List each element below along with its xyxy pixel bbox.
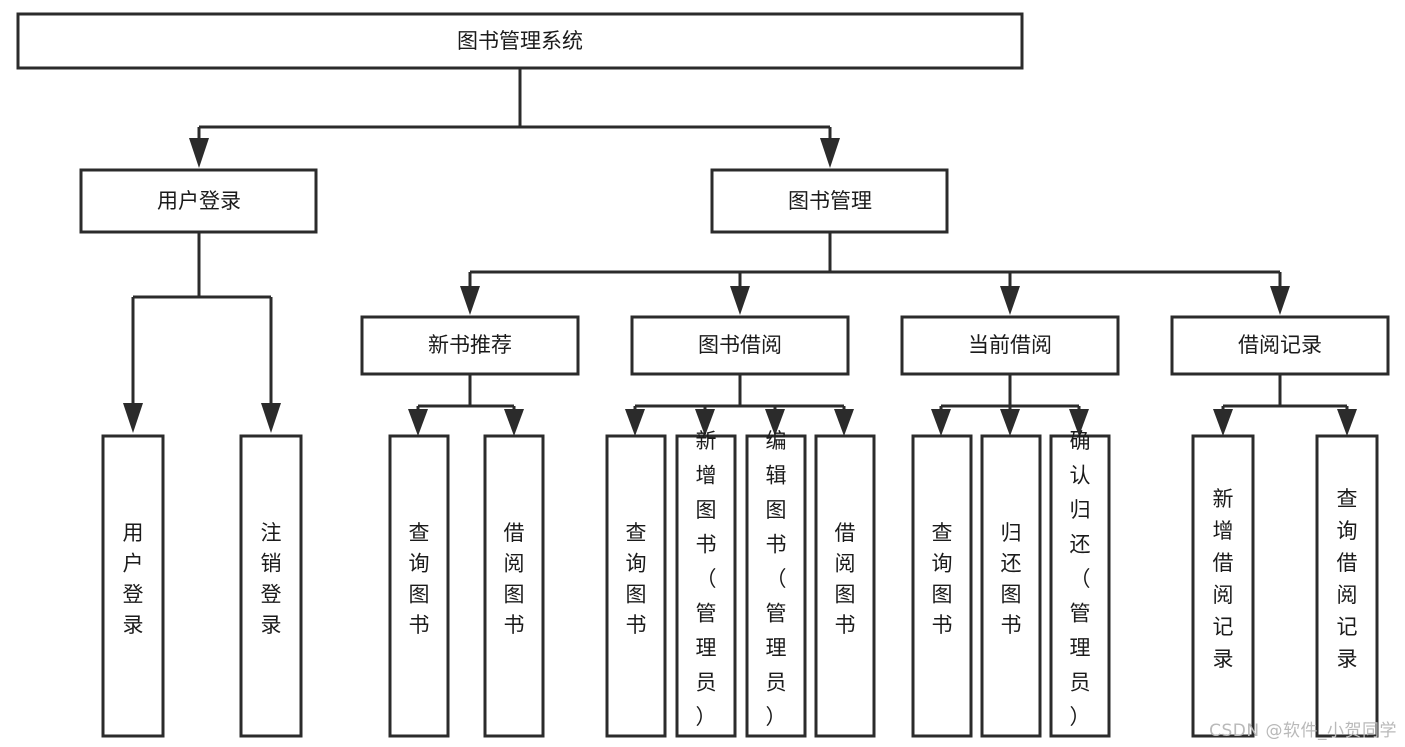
node-book-borrow[interactable]: 图书借阅 xyxy=(630,315,850,376)
arrow-leaf-br-add xyxy=(1213,409,1233,436)
arrow-to-current-borrow xyxy=(1000,286,1020,315)
node-borrow-record-label: 借阅记录 xyxy=(1238,333,1322,357)
node-book-management-box[interactable] xyxy=(710,168,949,234)
node-leaf-nb-borrow-book-box[interactable] xyxy=(483,434,545,738)
arrow-leaf-bb-add xyxy=(695,409,715,436)
node-user-login-label: 用户登录 xyxy=(157,189,241,213)
node-leaf-bb-edit-book[interactable]: 编辑图书（管理员） xyxy=(745,429,807,738)
arrow-leaf-cb-query xyxy=(931,409,951,436)
node-root-box[interactable] xyxy=(16,12,1024,70)
node-current-borrow[interactable]: 当前借阅 xyxy=(900,315,1120,376)
node-leaf-br-query-record-label: 查询借阅记录 xyxy=(1337,487,1358,671)
node-leaf-nb-borrow-book[interactable]: 借阅图书 xyxy=(483,434,545,738)
node-leaf-cb-query-book-box[interactable] xyxy=(911,434,973,738)
arrow-to-borrow-record xyxy=(1270,286,1290,315)
arrow-leaf-bb-edit xyxy=(765,409,785,436)
node-leaf-cb-query-book-label: 查询图书 xyxy=(932,521,953,637)
node-leaf-bb-query-book-box[interactable] xyxy=(605,434,667,738)
edge-group-book-borrow-to-leaves xyxy=(625,374,854,436)
edge-group-current-borrow-to-leaves xyxy=(931,374,1089,436)
node-leaf-bb-query-book[interactable]: 查询图书 xyxy=(605,434,667,738)
arrow-leaf-user-login xyxy=(123,403,143,433)
node-new-book-recommend[interactable]: 新书推荐 xyxy=(360,315,580,376)
node-book-borrow-box[interactable] xyxy=(630,315,850,376)
node-leaf-bb-borrow-book-label: 借阅图书 xyxy=(835,521,856,637)
node-leaf-br-query-record-box[interactable] xyxy=(1315,434,1379,738)
node-root-system[interactable]: 图书管理系统 xyxy=(16,12,1024,70)
csdn-watermark: CSDN @软件_小贺同学 xyxy=(1209,721,1397,741)
node-leaf-user-login[interactable]: 用户登录 xyxy=(101,434,165,738)
node-leaf-nb-query-book-label: 查询图书 xyxy=(409,521,430,637)
node-leaf-bb-borrow-book-box[interactable] xyxy=(814,434,876,738)
node-leaf-bb-borrow-book[interactable]: 借阅图书 xyxy=(814,434,876,738)
node-leaf-logout-label: 注销登录 xyxy=(261,521,282,637)
node-root-label: 图书管理系统 xyxy=(457,29,583,53)
node-leaf-bb-add-book-label: 新增图书（管理员） xyxy=(696,429,717,729)
edge-group-borrow-record-to-leaves xyxy=(1213,374,1357,436)
node-leaf-nb-query-book-box[interactable] xyxy=(388,434,450,738)
edge-group-book-mgmt-to-level3 xyxy=(460,232,1290,315)
node-leaf-nb-query-book[interactable]: 查询图书 xyxy=(388,434,450,738)
node-leaf-bb-add-book[interactable]: 新增图书（管理员） xyxy=(675,429,737,738)
node-leaf-br-add-record-box[interactable] xyxy=(1191,434,1255,738)
arrow-leaf-cb-return xyxy=(1000,409,1020,436)
arrow-leaf-logout xyxy=(261,403,281,433)
node-leaf-nb-borrow-book-label: 借阅图书 xyxy=(504,521,525,637)
arrow-to-book-mgmt xyxy=(820,138,840,168)
node-leaf-bb-add-book-box[interactable] xyxy=(675,434,737,738)
node-new-book-recommend-box[interactable] xyxy=(360,315,580,376)
node-leaf-cb-return-book-label: 归还图书 xyxy=(1001,521,1022,637)
arrow-to-book-borrow xyxy=(730,286,750,315)
node-book-management[interactable]: 图书管理 xyxy=(710,168,949,234)
arrow-to-new-book xyxy=(460,286,480,315)
edge-group-new-book-to-leaves xyxy=(408,374,524,436)
node-leaf-cb-confirm-return-label: 确认归还（管理员） xyxy=(1070,429,1091,729)
edge-group-root-to-level2 xyxy=(189,68,840,168)
node-borrow-record[interactable]: 借阅记录 xyxy=(1170,315,1390,376)
arrow-leaf-br-query xyxy=(1337,409,1357,436)
edge-group-user-login-to-leaves xyxy=(123,232,281,433)
node-user-login-box[interactable] xyxy=(79,168,318,234)
node-leaf-cb-confirm-return-box[interactable] xyxy=(1049,434,1111,738)
node-leaf-bb-query-book-label: 查询图书 xyxy=(626,521,647,637)
node-book-borrow-label: 图书借阅 xyxy=(698,333,782,357)
node-new-book-recommend-label: 新书推荐 xyxy=(428,333,512,357)
node-leaf-br-query-record[interactable]: 查询借阅记录 xyxy=(1315,434,1379,738)
node-leaf-cb-return-book-box[interactable] xyxy=(980,434,1042,738)
arrow-to-user-login xyxy=(189,138,209,168)
node-leaf-bb-edit-book-box[interactable] xyxy=(745,434,807,738)
node-book-management-label: 图书管理 xyxy=(788,189,872,213)
node-leaf-user-login-label: 用户登录 xyxy=(123,521,144,637)
node-current-borrow-label: 当前借阅 xyxy=(968,333,1052,357)
arrow-leaf-bb-borrow xyxy=(834,409,854,436)
node-current-borrow-box[interactable] xyxy=(900,315,1120,376)
node-leaf-user-login-box[interactable] xyxy=(101,434,165,738)
node-leaf-cb-query-book[interactable]: 查询图书 xyxy=(911,434,973,738)
node-leaf-logout[interactable]: 注销登录 xyxy=(239,434,303,738)
node-leaf-cb-confirm-return[interactable]: 确认归还（管理员） xyxy=(1049,429,1111,738)
arrow-leaf-nb-borrow xyxy=(504,409,524,436)
arrow-leaf-cb-confirm xyxy=(1069,409,1089,436)
node-leaf-bb-edit-book-label: 编辑图书（管理员） xyxy=(766,429,787,729)
node-leaf-br-add-record[interactable]: 新增借阅记录 xyxy=(1191,434,1255,738)
arrow-leaf-bb-query xyxy=(625,409,645,436)
arrow-leaf-nb-query xyxy=(408,409,428,436)
node-leaf-cb-return-book[interactable]: 归还图书 xyxy=(980,434,1042,738)
node-borrow-record-box[interactable] xyxy=(1170,315,1390,376)
node-leaf-logout-box[interactable] xyxy=(239,434,303,738)
node-user-login[interactable]: 用户登录 xyxy=(79,168,318,234)
node-leaf-br-add-record-label: 新增借阅记录 xyxy=(1213,487,1234,671)
